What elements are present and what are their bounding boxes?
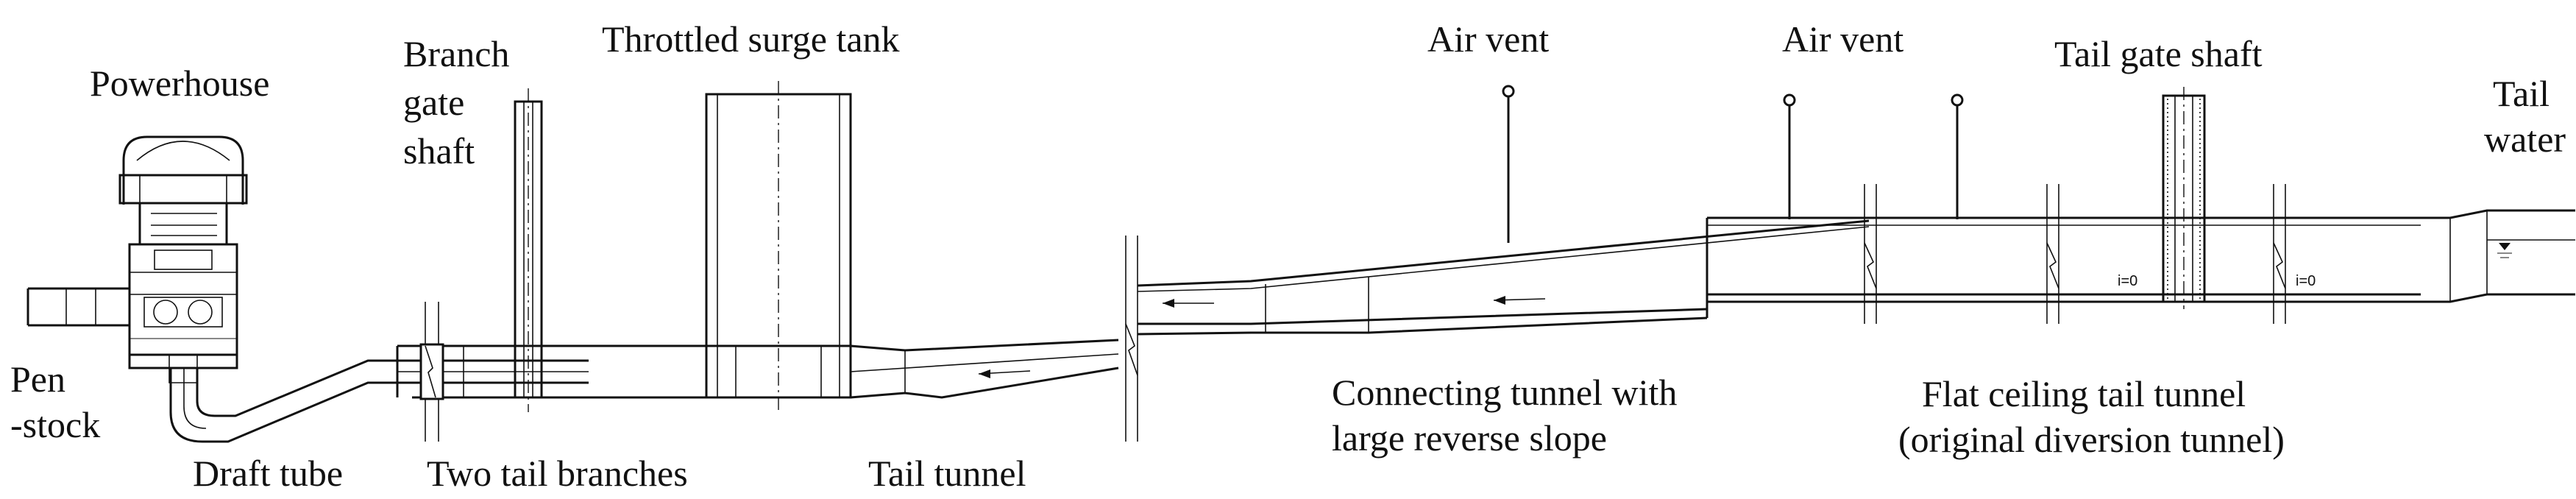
label-flat-ceiling-line2: (original diversion tunnel) — [1898, 419, 2285, 460]
label-powerhouse: Powerhouse — [90, 63, 269, 104]
air-vent-3 — [1951, 93, 1964, 219]
label-flat-ceiling-line1: Flat ceiling tail tunnel — [1922, 373, 2246, 414]
label-tail-water-line1: Tail — [2493, 73, 2550, 114]
label-tail-water-line2: water — [2484, 118, 2566, 160]
break-symbol-5 — [2273, 184, 2286, 324]
break-symbol-3 — [1864, 184, 1877, 324]
slope-label-1: i=0 — [2118, 273, 2137, 289]
draft-tube — [169, 359, 397, 443]
break-symbol-1 — [419, 302, 444, 442]
tail-water-level — [2487, 239, 2575, 258]
branch-gate-shaft — [514, 88, 543, 412]
tail-tunnel — [850, 236, 1138, 442]
label-branch-gate-line3: shaft — [403, 130, 475, 171]
label-connecting-tunnel-line1: Connecting tunnel with — [1332, 372, 1677, 413]
air-vent-1 — [1502, 85, 1515, 243]
penstock-pipe — [26, 287, 129, 327]
connecting-tunnel — [1137, 219, 1870, 336]
tail-gate-shaft — [2162, 87, 2206, 309]
label-penstock-line2: -stock — [10, 404, 100, 445]
label-tail-tunnel: Tail tunnel — [868, 453, 1026, 494]
break-symbol-4 — [2046, 184, 2059, 324]
slope-label-2: i=0 — [2296, 273, 2316, 289]
label-connecting-tunnel-line2: large reverse slope — [1332, 417, 1607, 459]
label-air-vent-2: Air vent — [1782, 18, 1903, 60]
label-branch-gate-line2: gate — [403, 82, 464, 123]
tunnel-outlet — [2421, 209, 2575, 303]
air-vent-2 — [1783, 93, 1796, 219]
label-tail-gate-shaft: Tail gate shaft — [2054, 33, 2263, 74]
label-draft-tube: Draft tube — [193, 453, 343, 494]
two-tail-branches — [396, 302, 706, 442]
label-two-tail-branches: Two tail branches — [427, 453, 688, 494]
label-throttled-surge-tank: Throttled surge tank — [602, 18, 900, 60]
label-penstock-line1: Pen — [10, 358, 65, 400]
powerhouse-structure — [118, 135, 248, 383]
break-symbol-2 — [1125, 236, 1138, 442]
label-branch-gate-line1: Branch — [403, 33, 509, 74]
label-air-vent-1: Air vent — [1427, 18, 1549, 60]
throttled-surge-tank — [705, 81, 852, 412]
flat-ceiling-tail-tunnel: i=0 i=0 — [1706, 184, 2421, 324]
